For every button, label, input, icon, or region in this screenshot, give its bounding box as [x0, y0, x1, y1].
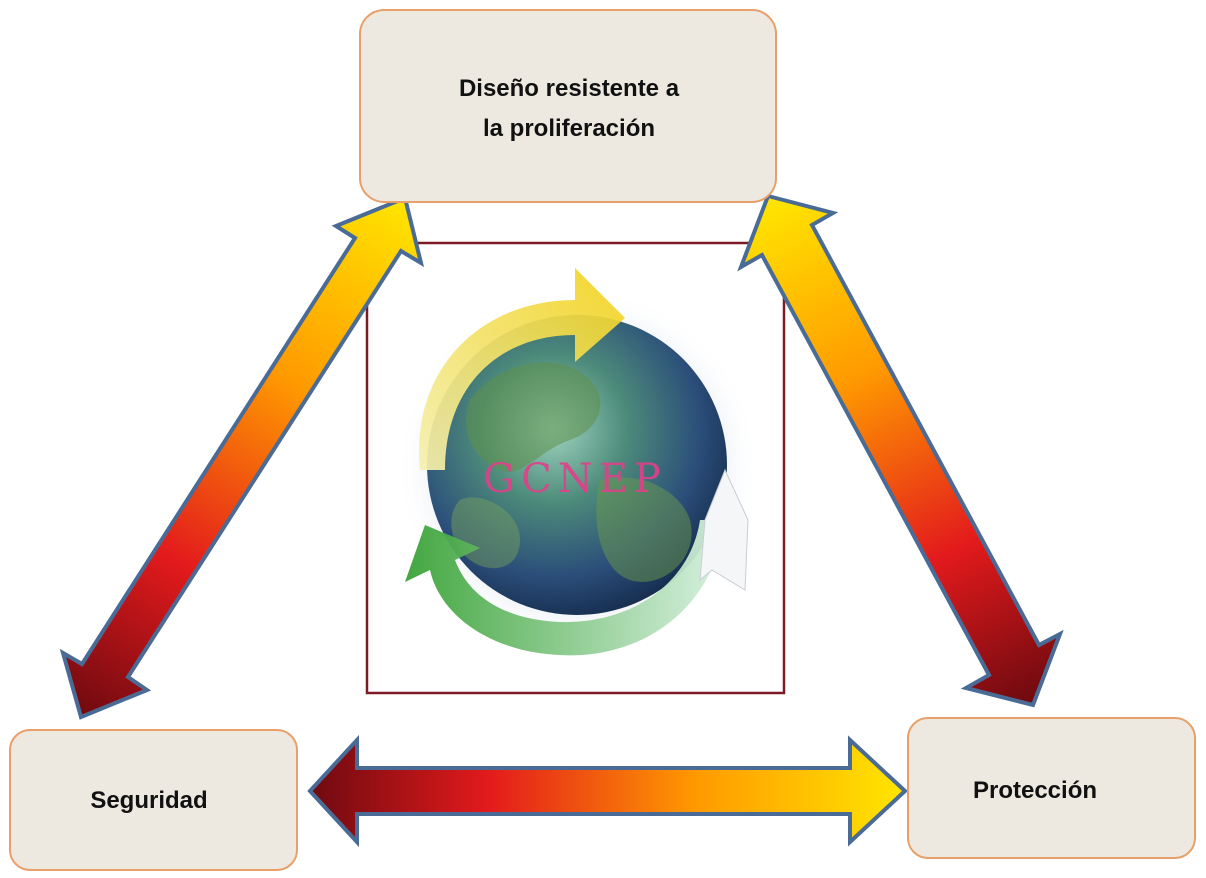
globe-logo-icon: GCNEP: [396, 268, 760, 656]
box-top-label-line1: Diseño resistente a: [459, 75, 680, 102]
box-right-label: Protección: [973, 777, 1097, 804]
arrow-top-right: [737, 193, 1064, 708]
arrow-bottom: [307, 734, 908, 848]
logo-text: GCNEP: [483, 456, 667, 502]
box-left: Seguridad: [9, 729, 298, 871]
box-top-label-line2: la proliferación: [483, 115, 655, 142]
arrow-top-left: [59, 195, 425, 720]
box-left-label: Seguridad: [90, 787, 207, 814]
box-right: Protección: [907, 717, 1196, 859]
box-top: Diseño resistente a la proliferación: [359, 9, 777, 203]
